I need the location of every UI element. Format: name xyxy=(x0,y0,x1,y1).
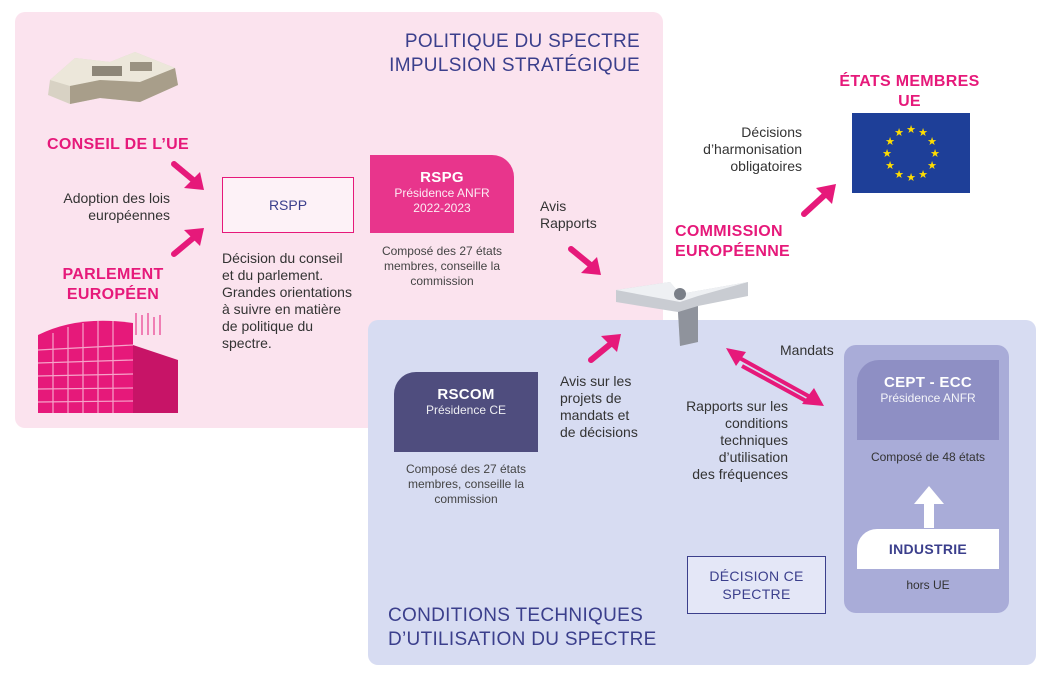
commission-label: COMMISSION EUROPÉENNE xyxy=(675,223,791,260)
svg-text:★: ★ xyxy=(906,123,916,136)
rspg-title: RSPG xyxy=(420,169,464,186)
decision-conseil-text: Décision du conseil et du parlement. Gra… xyxy=(222,250,352,351)
parlement-label: PARLEMENT EUROPÉEN xyxy=(62,266,164,303)
rscom-note: Composé des 27 états membres, conseille … xyxy=(405,462,527,506)
etats-membres-label: ÉTATS MEMBRES UE xyxy=(839,73,980,110)
svg-text:★: ★ xyxy=(885,159,895,172)
svg-text:★: ★ xyxy=(906,171,916,184)
mandats-double-arrow xyxy=(726,348,824,406)
decision-ce-spectre-box: DÉCISION CE SPECTRE xyxy=(687,556,826,614)
svg-text:★: ★ xyxy=(894,168,904,181)
avis-projets-text: Avis sur les projets de mandats et de dé… xyxy=(560,373,638,440)
rscom-to-commission-arrow xyxy=(588,334,621,363)
commission-to-etats-arrow xyxy=(801,184,836,217)
cept-ecc-box: CEPT - ECC Présidence ANFR xyxy=(857,360,999,440)
rscom-box: RSCOM Présidence CE xyxy=(394,372,538,452)
rapports-conditions-text: Rapports sur les conditions techniques d… xyxy=(686,398,788,482)
rscom-title: RSCOM xyxy=(437,386,495,403)
adoption-text: Adoption des lois européennes xyxy=(63,190,170,223)
conseil-to-rspp-arrow xyxy=(171,161,204,190)
svg-text:★: ★ xyxy=(882,147,892,160)
avis-rapports-text: Avis Rapports xyxy=(540,198,597,231)
svg-text:★: ★ xyxy=(927,159,937,172)
rspg-years: 2022-2023 xyxy=(413,201,471,215)
svg-text:★: ★ xyxy=(918,126,928,139)
council-building-icon xyxy=(48,52,178,104)
eu-flag-icon: ★ ★ ★ ★ ★ ★ ★ ★ ★ ★ ★ ★ xyxy=(852,113,970,193)
rspg-note: Composé des 27 états membres, conseille … xyxy=(381,244,503,288)
rspg-presidency: Présidence ANFR xyxy=(394,186,490,200)
cept-note: Composé de 48 états xyxy=(870,450,986,464)
rspp-box: RSPP xyxy=(222,177,354,233)
parlement-to-rspp-arrow xyxy=(171,228,204,257)
industrie-box: INDUSTRIE xyxy=(857,529,999,569)
industrie-note: hors UE xyxy=(906,578,950,592)
rscom-presidency: Présidence CE xyxy=(425,403,507,417)
strategic-policy-title: POLITIQUE DU SPECTRE IMPULSION STRATÉGIQ… xyxy=(389,31,640,76)
mandats-text: Mandats xyxy=(780,342,834,358)
rspg-to-commission-arrow xyxy=(568,246,601,275)
svg-text:★: ★ xyxy=(885,135,895,148)
parliament-building-icon xyxy=(38,313,178,413)
conseil-ue-label: CONSEIL DE L’UE xyxy=(47,136,190,153)
rspg-box: RSPG Présidence ANFR 2022-2023 xyxy=(370,155,514,233)
decisions-harmonisation-text: Décisions d’harmonisation obligatoires xyxy=(703,124,802,174)
cept-ecc-title: CEPT - ECC xyxy=(883,374,972,391)
cept-ecc-presidency: Présidence ANFR xyxy=(880,391,976,405)
commission-building-icon xyxy=(616,282,748,346)
svg-text:★: ★ xyxy=(930,147,940,160)
industrie-to-cept-arrow xyxy=(914,486,944,528)
technical-conditions-title: CONDITIONS TECHNIQUES D’UTILISATION DU S… xyxy=(388,605,657,650)
svg-text:★: ★ xyxy=(918,168,928,181)
svg-text:★: ★ xyxy=(894,126,904,139)
svg-text:★: ★ xyxy=(927,135,937,148)
